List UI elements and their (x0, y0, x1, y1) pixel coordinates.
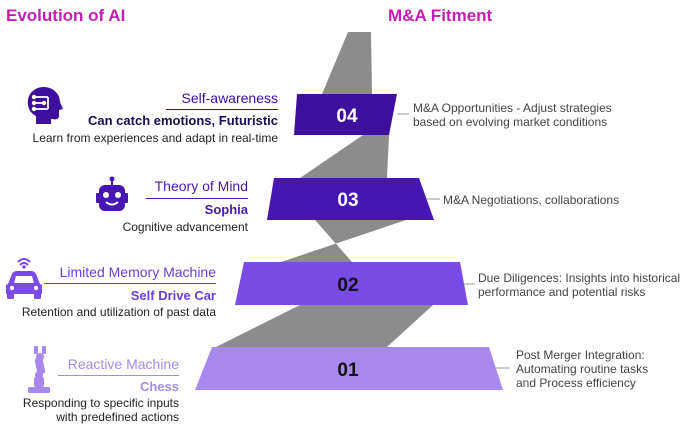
level-01-subtitle: Chess (139, 379, 179, 394)
ribbon-segment (281, 220, 406, 262)
head-circuit-icon (27, 87, 63, 124)
ribbon-segment (300, 135, 389, 178)
level-04-title: Self-awareness (181, 90, 279, 106)
level-02-fitment: Due Diligences: Insights into historical… (478, 271, 681, 299)
level-03-fitment: M&A Negotiations, collaborations (443, 193, 620, 207)
level-01-title: Reactive Machine (67, 356, 179, 372)
level-04-underline (166, 109, 278, 110)
level-03-title: Theory of Mind (154, 178, 248, 194)
zigzag-ribbon (216, 32, 433, 347)
level-03-subtitle: Sophia (204, 202, 248, 217)
ribbon-segment (216, 305, 433, 347)
level-04-description: Learn from experiences and adapt in real… (32, 131, 278, 145)
level-03-number: 03 (337, 190, 358, 211)
level-02-number: 02 (337, 275, 358, 296)
ribbon-segment (322, 32, 372, 94)
level-02-description: Retention and utilization of past data (21, 305, 216, 319)
level-02-title: Limited Memory Machine (59, 264, 216, 280)
level-03-band (267, 178, 434, 220)
level-04-fitment: M&A Opportunities - Adjust strategies ba… (413, 101, 612, 129)
ma-fitment-heading: M&A Fitment (388, 6, 493, 25)
self-driving-car-icon (6, 258, 42, 299)
level-01-description: Responding to specific inputs with prede… (22, 396, 179, 424)
level-04-band (294, 94, 397, 135)
level-01-number: 01 (337, 360, 359, 381)
robot-arm-icon (28, 346, 50, 393)
level-01-fitment: Post Merger Integration: Automating rout… (516, 348, 649, 390)
level-01-underline (58, 375, 179, 376)
evolution-of-ai-heading: Evolution of AI (6, 6, 126, 25)
robot-face-icon (96, 176, 128, 211)
level-03-description: Cognitive advancement (122, 220, 248, 234)
level-02-band (235, 262, 468, 305)
level-02-underline (44, 283, 216, 284)
level-02-subtitle: Self Drive Car (130, 288, 216, 303)
level-03-underline (146, 198, 248, 199)
level-04-number: 04 (336, 106, 358, 127)
level-04-subtitle: Can catch emotions, Futuristic (88, 113, 278, 128)
level-01-band (195, 347, 503, 390)
